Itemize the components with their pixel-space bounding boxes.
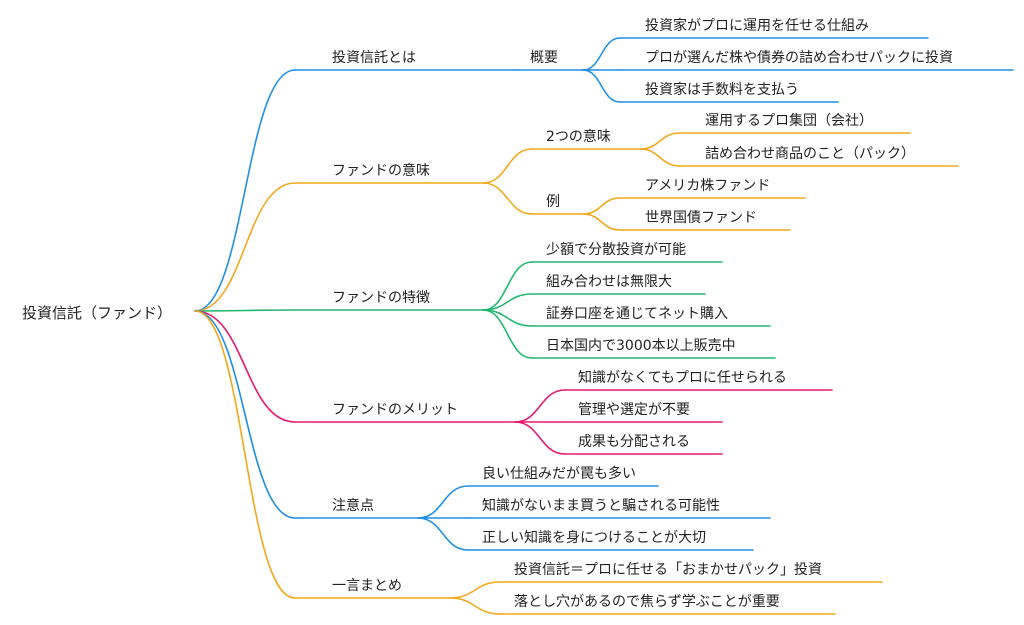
branch-6-label: 一言まとめ — [332, 578, 402, 594]
edge-b5-leaf-1 — [417, 485, 469, 519]
branch-1-sub-1-leaf-3: 投資家は手数料を支払う — [645, 81, 799, 98]
branch-4-leaf-1: 知識がなくてもプロに任せられる — [578, 369, 787, 386]
edge-b3-leaf-2 — [482, 293, 533, 311]
edge-root-branch-2 — [194, 182, 296, 312]
branch-1-sub-1-leaf-2: プロが選んだ株や債券の詰め合わせパックに投資 — [645, 50, 953, 66]
branch-2-sub-2-label: 例 — [546, 194, 560, 210]
branch-4-label: ファンドのメリット — [332, 402, 458, 418]
branch-1-sub-1-label: 概要 — [530, 50, 558, 66]
edge-b5-leaf-3 — [417, 517, 469, 551]
branch-5-leaf-2: 知識がないまま買うと騙される可能性 — [482, 497, 720, 514]
branch-3-leaf-2: 組み合わせは無限大 — [546, 274, 672, 290]
edge-b2-sub2-leaf-2 — [582, 213, 621, 231]
edge-b6-leaf-1 — [449, 581, 501, 599]
branch-1-sub-1-leaf-1: 投資家がプロに運用を任せる仕組み — [645, 17, 869, 34]
edge-b1-leaf-1 — [582, 37, 621, 71]
root-topic: 投資信託（ファンド） — [22, 304, 172, 322]
branch-2-label: ファンドの意味 — [332, 162, 430, 179]
branch-2-sub-1-leaf-2: 詰め合わせ商品のこと（パック） — [705, 146, 915, 162]
edge-b4-leaf-1 — [514, 389, 566, 423]
branch-4-leaf-2: 管理や選定が不要 — [578, 402, 690, 418]
edge-b4-leaf-3 — [514, 421, 566, 455]
edge-root-branch-5 — [194, 310, 296, 519]
branch-2-sub-1-leaf-1: 運用するプロ集団（会社） — [705, 112, 873, 129]
branch-3-leaf-3: 証券口座を通じてネット購入 — [546, 306, 728, 322]
edge-b2-sub-1 — [482, 148, 533, 184]
branch-5-label: 注意点 — [332, 497, 374, 514]
branch-1-label: 投資信託とは — [332, 50, 416, 66]
connector-lines — [194, 37, 681, 615]
edge-root-branch-6 — [194, 310, 296, 599]
edge-root-branch-1 — [194, 69, 296, 312]
branch-6-leaf-2: 落とし穴があるので焦らず学ぶことが重要 — [514, 594, 780, 610]
edge-b3-leaf-1 — [482, 261, 533, 311]
edge-root-branch-3 — [194, 309, 296, 312]
branch-2-sub-2-leaf-2: 世界国債ファンド — [645, 210, 757, 226]
branch-5-leaf-1: 良い仕組みだが罠も多い — [482, 465, 636, 482]
edge-b3-leaf-4 — [482, 309, 533, 359]
branch-3-leaf-1: 少額で分散投資が可能 — [546, 242, 686, 258]
branch-4-leaf-3: 成果も分配される — [578, 434, 690, 450]
edge-b2-sub-2 — [482, 182, 533, 215]
branch-6-leaf-1: 投資信託＝プロに任せる「おまかせパック」投資 — [514, 562, 822, 578]
edge-root-branch-4 — [194, 310, 296, 423]
edge-b2-sub1-leaf-1 — [639, 132, 681, 150]
edge-b2-sub1-leaf-2 — [639, 148, 681, 167]
branch-2-sub-1-label: 2つの意味 — [546, 128, 611, 145]
branch-3-leaf-4: 日本国内で3000本以上販売中 — [546, 338, 736, 354]
branch-3-label: ファンドの特徴 — [332, 290, 430, 306]
edge-b2-sub2-leaf-1 — [582, 197, 621, 215]
mind-map-nodes: 投資信託（ファンド） 投資信託とは 概要 投資家がプロに運用を任せる仕組み プロ… — [22, 17, 1014, 615]
edge-b6-leaf-2 — [449, 597, 501, 615]
edge-b1-leaf-3 — [582, 69, 621, 103]
branch-2-sub-2-leaf-1: アメリカ株ファンド — [645, 178, 770, 194]
branch-5-leaf-3: 正しい知識を身につけることが大切 — [482, 529, 706, 546]
